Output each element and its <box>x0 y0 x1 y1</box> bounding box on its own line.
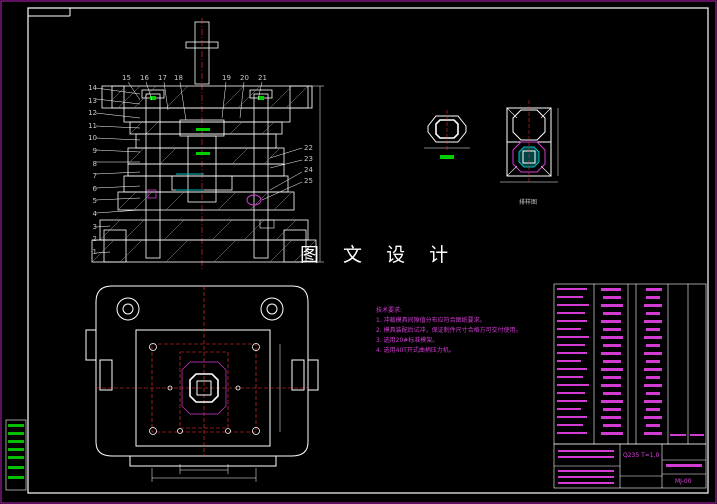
plan-die-opening <box>181 361 227 415</box>
title-block-material: Q235 T=1.0 <box>623 452 660 459</box>
callout-number: 25 <box>304 177 313 185</box>
callout-number: 17 <box>158 74 167 82</box>
parts-list <box>553 283 707 445</box>
callout-number: 21 <box>258 74 267 82</box>
callout-number: 7 <box>92 172 97 181</box>
callout-number: 14 <box>88 84 97 92</box>
callout-number: 24 <box>304 166 313 174</box>
title-block <box>553 443 707 489</box>
callouts-left: 14 13 12 11 10 9 8 7 6 5 4 3 2 1 <box>85 82 97 258</box>
watermark-text: 图 文 设 计 <box>300 244 458 266</box>
plan-dimensions <box>151 344 281 482</box>
section-hatching <box>91 85 317 263</box>
section-view <box>91 18 317 270</box>
callout-number: 18 <box>174 74 183 82</box>
callout-number: 12 <box>88 109 97 118</box>
callout-number: 5 <box>92 197 97 206</box>
callout-number: 9 <box>92 146 97 155</box>
part-top-view <box>424 110 470 159</box>
notes-title: 技术要求: <box>376 307 403 314</box>
callout-number: 15 <box>122 74 131 82</box>
callout-number: 13 <box>88 96 97 105</box>
callout-number: 4 <box>92 209 97 218</box>
note-item: 4. 选用40T开式曲柄压力机。 <box>376 347 455 354</box>
section-accents <box>147 96 275 229</box>
plan-view <box>85 285 319 467</box>
leader-lines <box>95 81 303 254</box>
callout-number: 23 <box>304 155 313 163</box>
callout-number: 10 <box>88 134 97 143</box>
callout-number: 20 <box>240 74 249 82</box>
title-block-fills <box>558 450 702 484</box>
plan-red-lines <box>96 286 308 456</box>
note-item: 2. 模具装配后试冲，保证制件尺寸合格方可交付使用。 <box>376 327 522 334</box>
strip-layout <box>500 100 559 184</box>
plan-holes <box>149 343 260 435</box>
callout-number: 3 <box>92 222 97 231</box>
callout-number: 22 <box>304 144 313 152</box>
dimensions-vertical <box>308 85 324 263</box>
note-item: 1. 冲裁模具间隙值分布应符合图纸要求。 <box>376 317 486 324</box>
title-block-drawing-number: MJ-00 <box>675 478 692 485</box>
part-view-label: 排样图 <box>519 199 538 206</box>
callout-number: 8 <box>92 159 97 168</box>
callouts-right: 22 23 24 25 <box>304 143 313 187</box>
technical-requirements: 技术要求: 1. 冲裁模具间隙值分布应符合图纸要求。 2. 模具装配后试冲，保证… <box>376 306 522 356</box>
callout-number: 2 <box>92 235 97 244</box>
left-strip <box>5 419 27 491</box>
callout-number: 1 <box>92 247 97 256</box>
callout-number: 19 <box>222 74 231 82</box>
callout-number: 11 <box>88 121 97 130</box>
callout-number: 6 <box>92 184 97 193</box>
note-item: 3. 选用20#标准模架。 <box>376 337 439 344</box>
inner-frame <box>27 7 709 494</box>
callout-number: 16 <box>140 74 149 82</box>
parts-list-rows <box>557 288 704 436</box>
